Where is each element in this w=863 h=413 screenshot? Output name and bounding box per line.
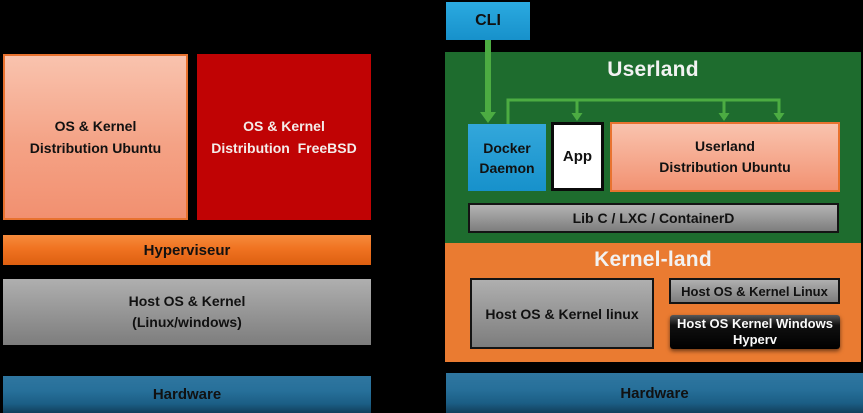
hardware-left-label: Hardware [152,386,222,403]
hardware-bar-right: Hardware [446,373,863,413]
host-os-kernel-linux-small-box: Host OS & Kernel Linux [669,278,840,304]
cli-label: CLI [475,12,501,29]
docker-daemon-label-line2: Daemon [479,159,535,176]
hyperv-label-line2: Hyperv [732,332,778,347]
hypervisor-bar: Hyperviseur [3,235,371,265]
vm-ubuntu-label-line1: OS & Kernel [54,118,137,134]
kernel-land-title: Kernel-land [594,248,712,271]
vm-freebsd-label-line1: OS & Kernel [243,118,325,134]
host-linux-small-label: Host OS & Kernel Linux [681,283,828,299]
vm-ubuntu-label-line2: Distribution Ubuntu [29,140,162,156]
host-os-kernel-linux-large-box: Host OS & Kernel linux [470,278,654,349]
host-linux-large-label: Host OS & Kernel linux [485,305,639,322]
userland-distribution-ubuntu-box: Userland Distribution Ubuntu [610,122,840,192]
hardware-bar-left: Hardware [3,376,371,413]
host-os-label-line2: (Linux/windows) [132,314,242,330]
hardware-right-label: Hardware [620,384,689,402]
docker-daemon-label-line1: Docker [483,139,531,156]
userland-ubuntu-label-line1: Userland [695,138,755,154]
libc-label: Lib C / LXC / ContainerD [572,210,735,226]
vm-freebsd-label-line2: Distribution FreeBSD [211,140,357,156]
hypervisor-label: Hyperviseur [143,241,231,259]
libc-lxc-containerd-bar: Lib C / LXC / ContainerD [468,203,839,233]
host-os-kernel-windows-hyperv-box: Host OS Kernel Windows Hyperv [670,315,840,349]
hyperv-label-line1: Host OS Kernel Windows [677,316,833,331]
app-box: App [551,122,604,191]
host-os-kernel-bar: Host OS & Kernel (Linux/windows) [3,279,371,345]
host-os-label-line1: Host OS & Kernel [128,293,246,309]
cli-box: CLI [446,2,530,40]
userland-ubuntu-label-line2: Distribution Ubuntu [659,159,791,175]
vm-os-kernel-ubuntu-box: OS & Kernel Distribution Ubuntu [3,54,188,220]
userland-title: Userland [607,58,699,81]
app-label: App [562,148,593,165]
docker-daemon-box: Docker Daemon [468,124,546,191]
vm-os-kernel-freebsd-box: OS & Kernel Distribution FreeBSD [197,54,371,220]
